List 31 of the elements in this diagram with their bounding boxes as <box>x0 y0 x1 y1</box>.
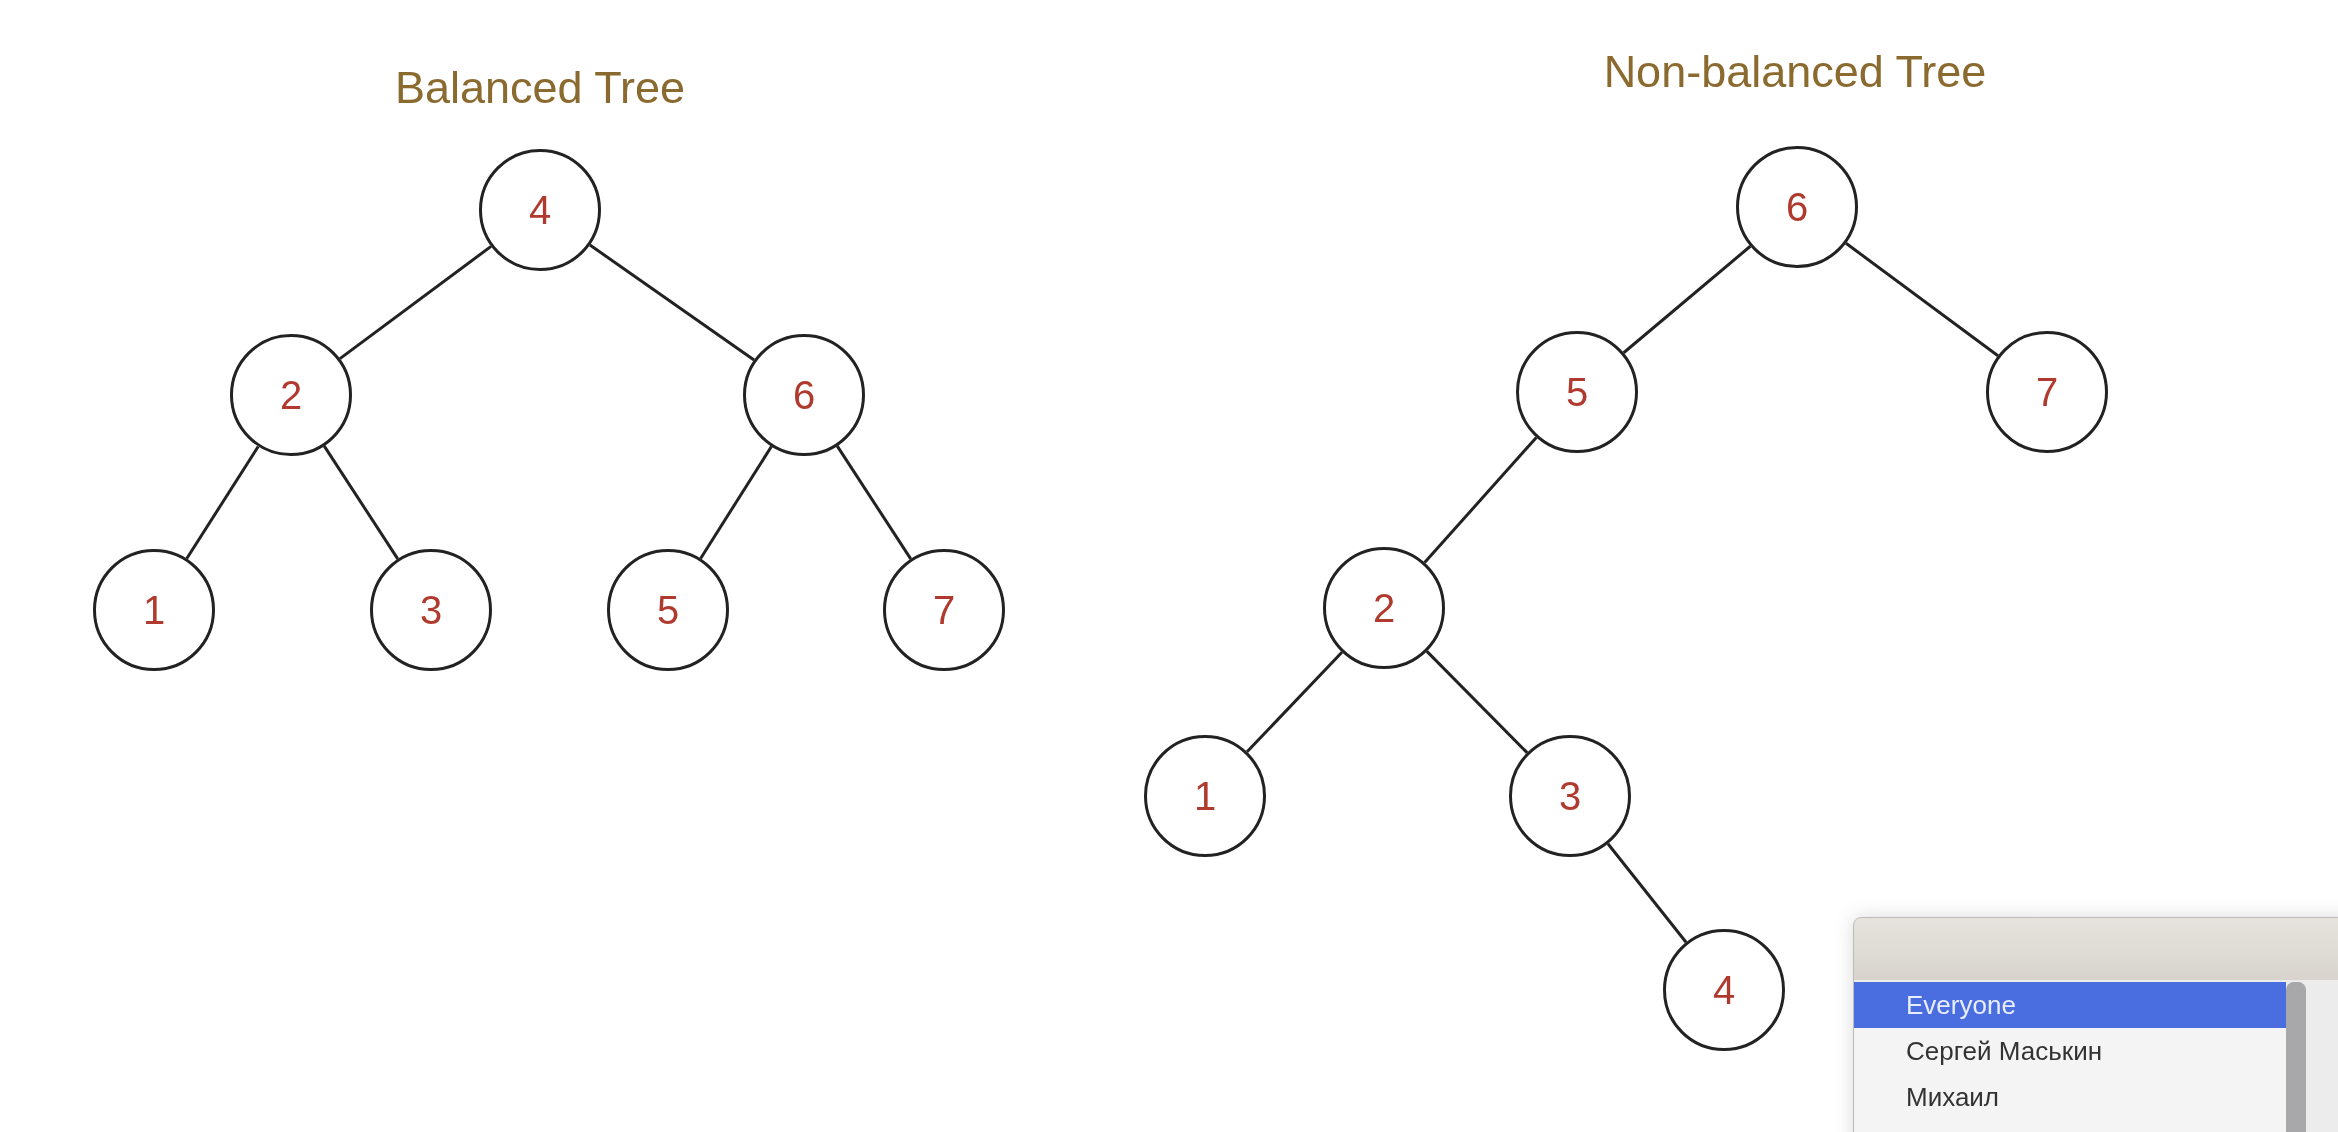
node-value: 1 <box>1193 773 1217 819</box>
node-value: 2 <box>279 372 303 418</box>
tree-edge <box>589 243 755 362</box>
selected-list-item: Everyone <box>1854 982 2286 1028</box>
node-value: 4 <box>528 187 552 233</box>
node-value: 3 <box>1558 773 1582 819</box>
tree-edge <box>1845 242 1999 357</box>
node-value: 6 <box>792 372 816 418</box>
node-value: 1 <box>142 587 166 633</box>
tree-edge <box>339 245 492 360</box>
node-value: 7 <box>2035 369 2059 415</box>
tree-edge <box>1622 245 1752 354</box>
tree-edge <box>1606 842 1688 944</box>
node-value: 5 <box>1565 369 1589 415</box>
tree-title: Balanced Tree <box>394 62 686 114</box>
list-item: Михаил <box>1905 1080 2001 1114</box>
tree-edge <box>836 445 912 560</box>
tree-edge <box>1245 651 1344 753</box>
node-value: 5 <box>656 587 680 633</box>
tree-edge <box>699 445 773 560</box>
tree-edge <box>185 445 260 560</box>
tree-title: Non-balanced Tree <box>1603 46 1987 98</box>
tree-edge <box>323 445 399 560</box>
node-value: 7 <box>932 587 956 633</box>
tree-edge <box>1425 650 1529 754</box>
node-value: 6 <box>1785 184 1809 230</box>
node-value: 3 <box>419 587 443 633</box>
node-value: 2 <box>1372 585 1396 631</box>
tree-edge <box>1423 436 1538 564</box>
list-item: Сергей Маськин <box>1905 1034 2104 1068</box>
node-value: 4 <box>1712 967 1736 1013</box>
